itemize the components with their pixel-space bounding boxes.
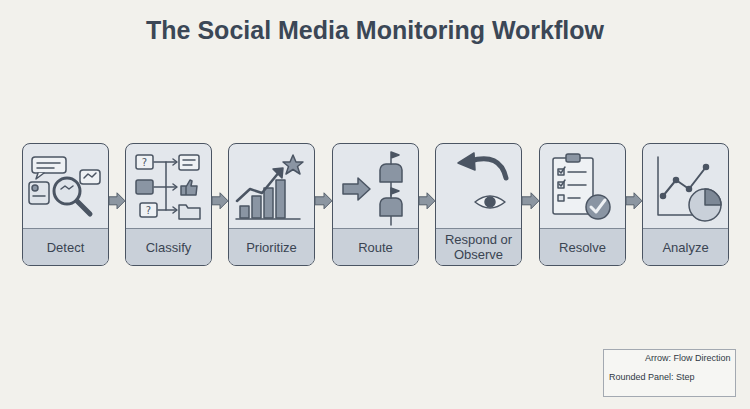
step-label-band: Respond or Observe: [436, 228, 521, 265]
svg-text:?: ?: [146, 205, 151, 216]
step-label: Resolve: [556, 240, 609, 255]
step-panel: Prioritize: [228, 143, 315, 266]
step-label: Detect: [44, 240, 88, 255]
flow-arrow: [109, 193, 125, 209]
step-label-band: Analyze: [643, 228, 728, 265]
step-label-band: Route: [333, 228, 418, 265]
step-label: Analyze: [659, 240, 711, 255]
step-label: Classify: [143, 240, 195, 255]
step-label-band: Resolve: [540, 228, 625, 265]
step-panel: Respond or Observe: [435, 143, 522, 266]
flow-arrow: [212, 193, 228, 209]
legend-entry: Arrow: Flow Direction: [645, 353, 731, 363]
flow-arrow: [522, 193, 539, 209]
flow-arrow: [626, 193, 642, 209]
step-panel: Analyze: [642, 143, 729, 266]
step-label-band: Detect: [23, 228, 108, 265]
legend-entry: Rounded Panel: Step: [609, 372, 695, 382]
diagram-title: The Social Media Monitoring Workflow: [0, 16, 750, 45]
step-panel: Route: [332, 143, 419, 266]
step-label: Route: [355, 240, 396, 255]
step-label: Respond or Observe: [436, 232, 521, 262]
step-panel: Resolve: [539, 143, 626, 266]
step-panel: Detect: [22, 143, 109, 266]
legend-box: Arrow: Flow DirectionRounded Panel: Step: [603, 349, 736, 397]
legend-text: Arrow: Flow Direction: [645, 353, 731, 363]
step-label-band: Classify: [126, 228, 211, 265]
legend-text: Rounded Panel: Step: [609, 372, 695, 382]
flow-arrow: [419, 193, 435, 209]
step-label: Prioritize: [243, 240, 300, 255]
svg-text:?: ?: [142, 157, 147, 168]
flow-arrow: [315, 193, 332, 209]
step-label-band: Prioritize: [229, 228, 314, 265]
step-panel: Classify: [125, 143, 212, 266]
